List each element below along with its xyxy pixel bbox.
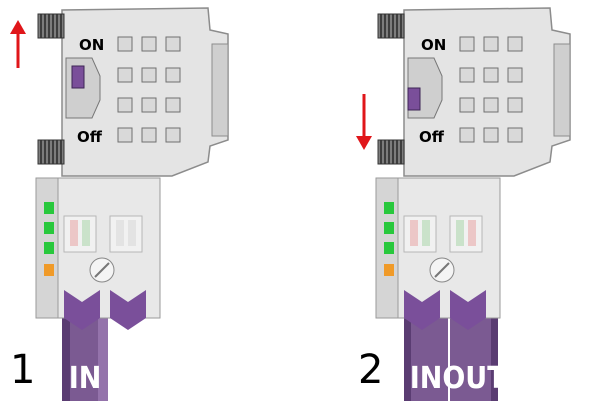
cable-out: OUT	[442, 318, 506, 401]
step-number: 2	[358, 347, 383, 393]
terminal-block	[376, 178, 500, 330]
led-2	[384, 222, 394, 234]
terminal-block	[36, 178, 160, 330]
led-2	[44, 222, 54, 234]
cable-in-label: IN	[410, 361, 443, 396]
switch-slider[interactable]	[408, 88, 420, 110]
led-1	[384, 202, 394, 214]
cable-out-label: OUT	[442, 361, 506, 396]
screw-top-icon	[38, 14, 64, 38]
screw-bottom-icon	[378, 140, 404, 164]
led-3	[44, 242, 54, 254]
screw-bottom-icon	[38, 140, 64, 164]
connector-housing	[378, 8, 570, 176]
step-number: 1	[10, 347, 35, 393]
led-1	[44, 202, 54, 214]
switch-off-label: Off	[419, 128, 445, 146]
led-4	[44, 264, 54, 276]
panel-1: IN	[10, 8, 228, 401]
arrow-up-icon	[10, 20, 26, 68]
cable-in: IN	[62, 318, 108, 401]
switch-on-label: ON	[421, 36, 446, 54]
cable-in-label: IN	[69, 361, 102, 396]
led-4	[384, 264, 394, 276]
switch-slider[interactable]	[72, 66, 84, 88]
screw-top-icon	[378, 14, 404, 38]
panel-2: IN OUT	[356, 8, 570, 401]
switch-on-label: ON	[79, 36, 104, 54]
switch-off-label: Off	[77, 128, 103, 146]
arrow-down-icon	[356, 94, 372, 150]
led-3	[384, 242, 394, 254]
termination-switch[interactable]	[408, 58, 442, 118]
termination-switch[interactable]	[66, 58, 100, 118]
